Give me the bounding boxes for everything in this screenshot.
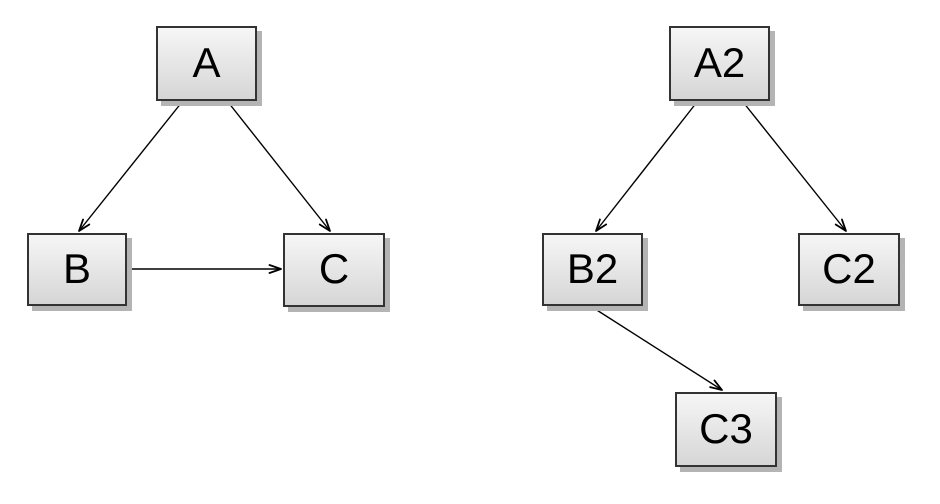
edge-A-C	[227, 101, 331, 232]
node-B-label: B	[62, 244, 91, 292]
node-A-label: A	[192, 38, 221, 86]
node-A: A	[156, 26, 257, 101]
node-B2: B2	[542, 233, 643, 306]
node-C3-label: C3	[699, 404, 753, 452]
node-A2-label: A2	[693, 38, 746, 86]
node-C3: C3	[675, 392, 777, 467]
edge-A2-B2	[595, 101, 698, 232]
node-C-label: C	[318, 245, 350, 292]
node-A2: A2	[669, 26, 770, 101]
edge-A2-C2	[742, 101, 847, 232]
node-B: B	[27, 233, 127, 306]
node-C2: C2	[798, 233, 900, 306]
edge-B2-C3	[591, 306, 723, 391]
node-C2-label: C2	[822, 244, 876, 292]
node-B2-label: B2	[566, 244, 619, 292]
node-C: C	[283, 233, 385, 307]
edge-A-B	[78, 101, 183, 232]
